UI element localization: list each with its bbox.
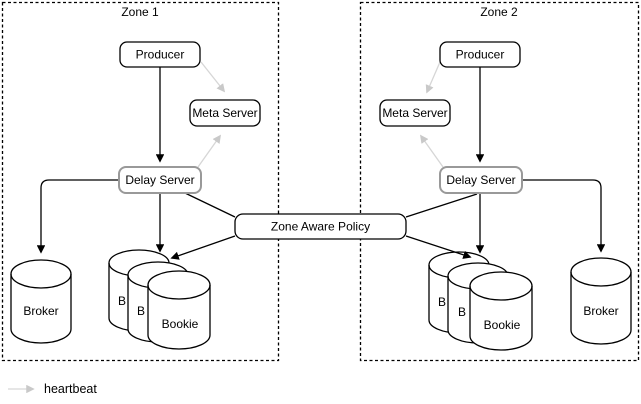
zone1-title: Zone 1: [121, 5, 159, 19]
zone1-meta-server-node: Meta Server: [189, 99, 261, 127]
zone1-bookie-stack: B B Bookie: [108, 249, 211, 350]
zone1-delay-server-label: Delay Server: [125, 173, 194, 187]
zone1-bookie-front-cylinder: [147, 270, 211, 350]
zone2-bookie-mid-label: B: [458, 305, 466, 319]
zone1-delay-to-broker-arrow: [36, 179, 119, 254]
zone2-delay-to-policy-line: [405, 193, 478, 218]
zone2-bookie-back-label: B: [438, 295, 446, 309]
zone1-broker-cylinder: Broker: [10, 259, 72, 344]
policy-to-zone2-bookie-arrow: [405, 235, 472, 259]
zone2-delay-server-label: Delay Server: [446, 173, 515, 187]
zone2-delay-to-broker-arrow: [521, 179, 606, 253]
zone-aware-policy-node: Zone Aware Policy: [234, 213, 407, 240]
zone1-producer-node: Producer: [119, 41, 201, 68]
zone1-bookie-back-label: B: [118, 294, 126, 308]
zone2-producer-label: Producer: [456, 48, 505, 62]
zone2-heartbeat-producer-to-meta-arrow: [425, 61, 441, 94]
zone1-broker-label: Broker: [23, 304, 58, 318]
zone2-bookie-front-label: Bookie: [484, 318, 521, 332]
zone2-container: [359, 1, 640, 362]
zone1-meta-server-label: Meta Server: [192, 106, 257, 120]
zone2-title: Zone 2: [480, 5, 518, 19]
zone2-meta-server-node: Meta Server: [379, 99, 451, 127]
zone-aware-policy-label: Zone Aware Policy: [271, 220, 370, 234]
zone2-bookie-front-cylinder: [469, 271, 533, 351]
zone2-bookie-stack: B B Bookie: [428, 251, 533, 351]
policy-to-zone1-bookie-arrow: [170, 235, 236, 260]
zone1-heartbeat-delay-to-meta-arrow: [197, 134, 221, 168]
zone2-heartbeat-delay-to-meta-arrow: [420, 134, 444, 168]
legend-heartbeat-label: heartbeat: [44, 382, 97, 396]
zone1-heartbeat-producer-to-meta-arrow: [200, 61, 226, 93]
zone2-producer-node: Producer: [439, 41, 521, 68]
zone1-container: [1, 1, 280, 362]
legend: heartbeat: [8, 382, 97, 396]
zone2-meta-server-label: Meta Server: [382, 106, 447, 120]
zone2-delay-server-node: Delay Server: [439, 166, 523, 194]
zone1-delay-server-node: Delay Server: [118, 166, 202, 194]
zone1-bookie-front-label: Bookie: [162, 317, 199, 331]
zone1-bookie-mid-label: B: [137, 304, 145, 318]
zone2-broker-label: Broker: [583, 304, 618, 318]
zone1-delay-to-policy-line: [184, 192, 236, 218]
zone2-broker-cylinder: Broker: [570, 257, 632, 345]
zone1-producer-label: Producer: [136, 48, 185, 62]
